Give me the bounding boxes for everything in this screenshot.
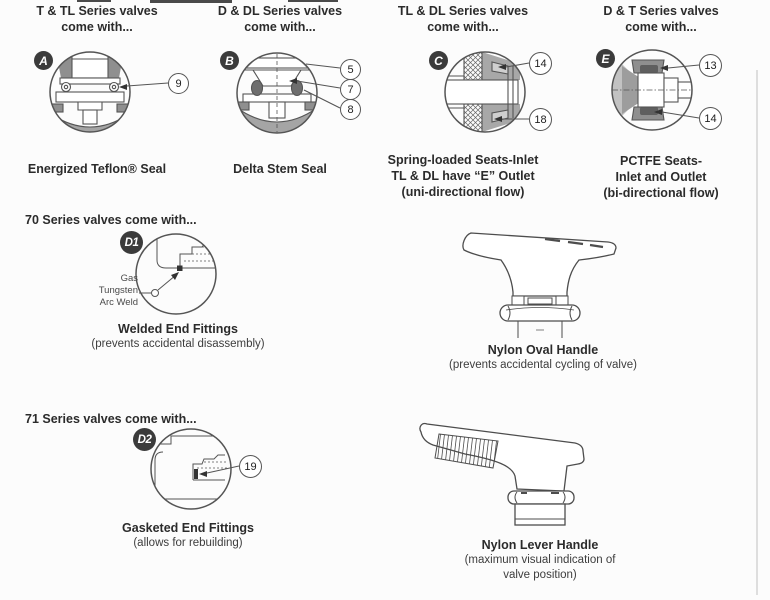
caption-line: (uni-directional flow)	[401, 185, 525, 199]
caption-delta-stem-seal: Delta Stem Seal	[233, 162, 327, 176]
column-header-tl-dl: TL & DL Series valves come with...	[373, 3, 553, 35]
energized-teflon-seal-diagram	[49, 51, 169, 133]
callout-8-number: 8	[347, 103, 354, 116]
heading-70-series: 70 Series valves come with...	[25, 213, 197, 227]
header-line2: come with...	[244, 20, 316, 34]
badge-e-label: E	[601, 51, 610, 66]
header-line2: come with...	[625, 20, 697, 34]
weld-label-line: Arc Weld	[99, 297, 138, 308]
weld-label: Gas Tungsten Arc Weld	[68, 273, 138, 309]
callout-13-number: 13	[704, 59, 717, 72]
caption-line: PCTFE Seats-	[620, 154, 702, 168]
header-line1: D & DL Series valves	[217, 4, 343, 18]
badge-a-label: A	[39, 53, 48, 68]
column-header-t-tl: T & TL Series valves come with...	[7, 3, 187, 35]
badge-b: B	[220, 51, 239, 70]
callout-8: 8	[340, 99, 361, 120]
nylon-oval-handle-drawing	[462, 232, 617, 338]
pctfe-seats-diagram	[611, 49, 700, 131]
caption-energized-teflon-seal: Energized Teflon® Seal	[27, 162, 167, 176]
gasketed-end-fittings-diagram	[150, 428, 240, 510]
badge-d2-label: D2	[137, 433, 152, 446]
welded-end-fittings-diagram	[135, 233, 217, 315]
caption-nylon-oval-handle: Nylon Oval Handle	[487, 343, 599, 357]
delta-stem-seal-diagram	[236, 52, 341, 134]
caption-line: Spring-loaded Seats-Inlet	[387, 153, 539, 167]
callout-19: 19	[239, 455, 262, 478]
callout-9-number: 9	[175, 77, 182, 90]
badge-d1-label: D1	[124, 236, 139, 249]
callout-14b: 14	[699, 107, 722, 130]
page-edge-line	[756, 70, 758, 595]
badge-e: E	[596, 49, 615, 68]
nylon-lever-handle-drawing	[419, 422, 585, 526]
cropped-mark	[288, 0, 338, 2]
cropped-mark	[77, 0, 111, 2]
subcaption-welded-end-fittings: (prevents accidental disassembly)	[91, 338, 265, 350]
spring-loaded-seats-diagram	[444, 51, 530, 133]
badge-c: C	[429, 51, 448, 70]
weld-label-line: Gas	[120, 273, 138, 284]
subcaption-line: (maximum visual indication of	[464, 554, 616, 566]
caption-nylon-lever-handle: Nylon Lever Handle	[481, 538, 599, 552]
weld-label-line: Tungsten	[98, 285, 138, 296]
callout-9: 9	[168, 73, 189, 94]
callout-5: 5	[340, 59, 361, 80]
caption-gasketed-end-fittings: Gasketed End Fittings	[122, 521, 254, 535]
callout-7-number: 7	[347, 83, 354, 96]
callout-19-number: 19	[244, 460, 257, 473]
caption-pctfe-seats: PCTFE Seats- Inlet and Outlet (bi-direct…	[571, 153, 751, 201]
heading-71-series: 71 Series valves come with...	[25, 412, 197, 426]
badge-a: A	[34, 51, 53, 70]
callout-18: 18	[529, 108, 552, 131]
callout-7: 7	[340, 79, 361, 100]
badge-b-label: B	[225, 53, 234, 68]
caption-line: Inlet and Outlet	[615, 170, 707, 184]
column-header-d-dl: D & DL Series valves come with...	[190, 3, 370, 35]
header-line2: come with...	[61, 20, 133, 34]
callout-14-number: 14	[534, 57, 547, 70]
header-line1: D & T Series valves	[603, 4, 719, 18]
subcaption-nylon-oval-handle: (prevents accidental cycling of valve)	[449, 359, 637, 371]
badge-d1: D1	[120, 231, 143, 254]
subcaption-gasketed-end-fittings: (allows for rebuilding)	[133, 537, 243, 549]
caption-spring-loaded-seats: Spring-loaded Seats-Inlet TL & DL have “…	[373, 152, 553, 200]
cropped-mark	[150, 0, 232, 3]
caption-line: (bi-directional flow)	[603, 186, 719, 200]
header-line1: T & TL Series valves	[36, 4, 158, 18]
callout-18-number: 18	[534, 113, 547, 126]
callout-13: 13	[699, 54, 722, 77]
header-line2: come with...	[427, 20, 499, 34]
header-line1: TL & DL Series valves	[397, 4, 529, 18]
callout-14: 14	[529, 52, 552, 75]
badge-c-label: C	[434, 53, 443, 68]
callout-14b-number: 14	[704, 112, 717, 125]
callout-5-number: 5	[347, 63, 354, 76]
caption-line: TL & DL have “E” Outlet	[391, 169, 535, 183]
badge-d2: D2	[133, 428, 156, 451]
subcaption-nylon-lever-handle: (maximum visual indication of valve posi…	[430, 553, 650, 583]
subcaption-line: valve position)	[503, 569, 577, 581]
column-header-d-t: D & T Series valves come with...	[571, 3, 751, 35]
caption-welded-end-fittings: Welded End Fittings	[118, 322, 238, 336]
